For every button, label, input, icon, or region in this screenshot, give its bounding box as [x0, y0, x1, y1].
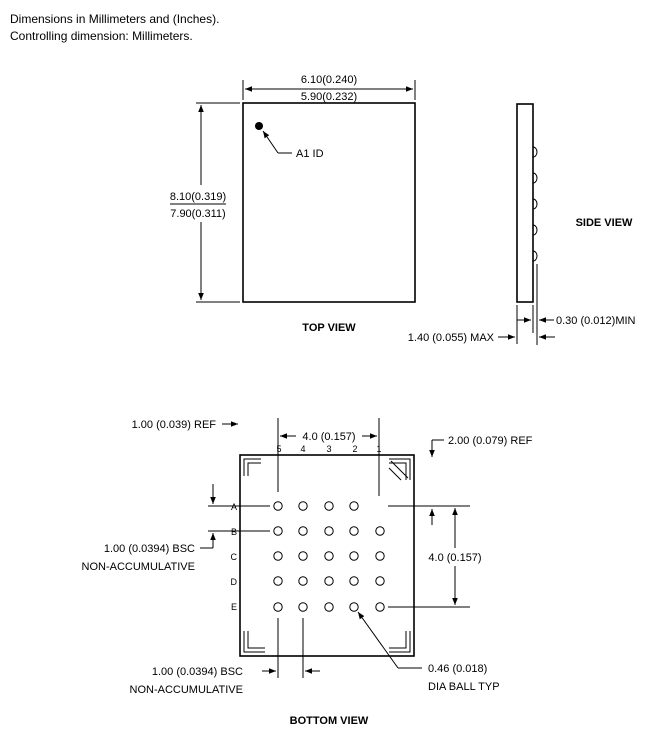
ball-b1: [375, 526, 385, 536]
row-label-c: C: [231, 552, 238, 562]
pitch-right-label: 4.0 (0.157): [428, 552, 481, 564]
ball-dia-leader-arrow: [357, 611, 399, 669]
bottom-view: 5 4 3 2 1 A B C D E: [82, 418, 533, 727]
bsc-bottom-label-2: NON-ACCUMULATIVE: [130, 684, 243, 696]
ball-c2: [349, 551, 359, 561]
corner-mark-top-left: [243, 458, 261, 476]
ball-d2: [349, 576, 359, 586]
side-ball-3: [532, 198, 538, 210]
ball-d1: [375, 576, 385, 586]
corner-mark-bottom-left: [243, 631, 265, 653]
ball-a5: [273, 501, 283, 511]
top-width-min-label: 5.90(0.232): [301, 91, 357, 103]
side-height-label: 1.40 (0.055) MAX: [408, 332, 495, 344]
ball-dia-label-2: DIA BALL TYP: [428, 681, 500, 693]
ball-b5: [273, 526, 283, 536]
ball-grid: [273, 501, 385, 612]
ball-b4: [298, 526, 308, 536]
top-height-min-label: 7.90(0.311): [170, 208, 225, 220]
top-view-title: TOP VIEW: [302, 322, 356, 334]
ball-b2: [349, 526, 359, 536]
top-width-max-label: 6.10(0.240): [301, 74, 357, 86]
column-label-4: 4: [300, 444, 305, 454]
ref-right-label: 2.00 (0.079) REF: [448, 435, 533, 447]
ball-a2: [349, 501, 359, 511]
ball-a4: [298, 501, 308, 511]
bsc-left-label-1: 1.00 (0.0394) BSC: [104, 543, 195, 555]
ball-a3: [324, 501, 334, 511]
top-view: 6.10(0.240) 5.90(0.232) 8.10(0.319) 7.90…: [170, 74, 416, 334]
ball-b3: [324, 526, 334, 536]
ref-left-label: 1.00 (0.039) REF: [132, 419, 217, 431]
bsc-left-label-2: NON-ACCUMULATIVE: [82, 561, 195, 573]
side-ball-height-label: 0.30 (0.012)MIN: [556, 315, 636, 327]
ball-c3: [324, 551, 334, 561]
ball-d3: [324, 576, 334, 586]
side-view-package-outline: [516, 103, 534, 303]
ball-e5: [273, 602, 283, 612]
ball-c1: [375, 551, 385, 561]
ball-d5: [273, 576, 283, 586]
pitch-top-label: 4.0 (0.157): [302, 431, 355, 443]
bottom-view-package-outline: [239, 454, 415, 657]
side-ball-2: [532, 172, 538, 184]
row-label-d: D: [231, 577, 238, 587]
ball-e1: [375, 602, 385, 612]
a1-id-label: A1 ID: [296, 148, 324, 160]
a1-id-leader-arrow: [262, 130, 279, 154]
top-view-package-outline: [242, 102, 416, 303]
ball-e2: [349, 602, 359, 612]
corner-mark-top-right: [388, 458, 411, 481]
ball-dia-label-1: 0.46 (0.018): [428, 663, 487, 675]
controlling-dimension-note: Controlling dimension: Millimeters.: [10, 29, 193, 43]
ball-c4: [298, 551, 308, 561]
side-view: SIDE VIEW 0.30 (0.012)MIN 1.40 (0.055) M…: [408, 103, 636, 345]
bsc-bottom-label-1: 1.00 (0.0394) BSC: [152, 666, 243, 678]
dimension-units-note: Dimensions in Millimeters and (Inches).: [10, 12, 220, 26]
ball-c5: [273, 551, 283, 561]
row-label-a: A: [231, 502, 237, 512]
side-ball-5: [532, 250, 538, 262]
side-ball-1: [532, 146, 538, 158]
column-label-5: 5: [276, 444, 281, 454]
top-height-max-label: 8.10(0.319): [170, 191, 226, 203]
a1-id-dot: [255, 122, 263, 130]
corner-mark-bottom-right: [389, 631, 411, 653]
ball-e4: [298, 602, 308, 612]
row-label-e: E: [231, 602, 237, 612]
side-ball-4: [532, 224, 538, 236]
ball-e3: [324, 602, 334, 612]
ball-d4: [298, 576, 308, 586]
side-view-title: SIDE VIEW: [576, 217, 633, 229]
column-label-2: 2: [352, 444, 357, 454]
row-label-b: B: [231, 527, 237, 537]
bottom-view-title: BOTTOM VIEW: [290, 715, 369, 727]
column-label-3: 3: [326, 444, 331, 454]
